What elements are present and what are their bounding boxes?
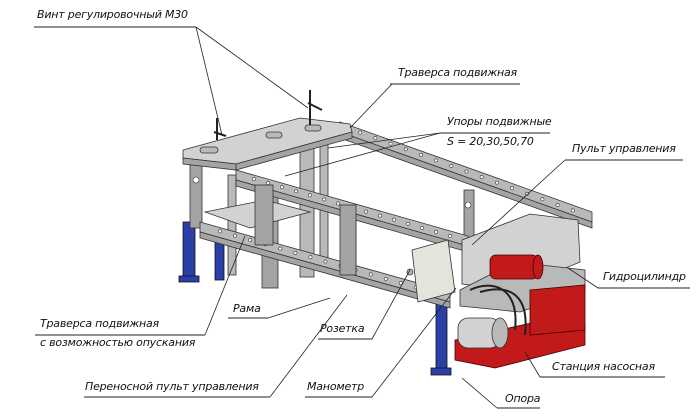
beam-hole — [280, 185, 284, 190]
beam-hole — [293, 250, 298, 255]
beam-hole — [308, 193, 312, 198]
beam-hole — [233, 233, 238, 238]
beam-hole — [252, 177, 256, 181]
portable-control-panel-body — [339, 204, 357, 276]
beam-hole — [555, 202, 560, 207]
label-frame: Рама — [233, 302, 261, 315]
beam-hole — [358, 130, 363, 135]
beam-hole — [323, 259, 328, 264]
beam-hole — [218, 229, 222, 234]
beam-hole — [494, 180, 499, 185]
beam-hole — [434, 158, 439, 163]
label-stops-sizes: S = 20,30,50,70 — [447, 135, 534, 148]
beam-hole — [419, 152, 423, 157]
beam-hole — [378, 213, 382, 218]
label-lowering-traverse-1: Траверса подвижная — [40, 317, 159, 330]
beam-hole — [266, 181, 270, 186]
beam-hole — [364, 209, 368, 214]
beam-hole — [322, 197, 326, 202]
beam-holes — [218, 130, 575, 294]
beam-hole — [403, 147, 408, 152]
control-box — [406, 239, 456, 303]
beam-hole — [308, 255, 313, 260]
beam-hole — [388, 141, 393, 146]
beam-hole — [406, 221, 410, 226]
label-control-panel: Пульт управления — [572, 142, 676, 155]
beam-hole — [278, 246, 283, 251]
beam-hole — [479, 175, 484, 179]
label-movable-stops: Упоры подвижные — [447, 115, 552, 128]
adjusting-screws — [213, 90, 323, 140]
beam-hole — [294, 189, 298, 194]
beam-hole — [434, 229, 438, 234]
label-pump-station: Станция насосная — [552, 360, 655, 373]
label-adjusting-screw: Винт регулировочный М30 — [37, 8, 188, 21]
frame-side-plate — [254, 184, 274, 246]
label-pressure-gauge: Манометр — [307, 380, 365, 393]
pump-station — [454, 284, 586, 369]
beam-hole — [373, 136, 378, 141]
top-traverse-plate — [182, 117, 353, 171]
label-portable-control-panel: Переносной пульт управления — [85, 380, 259, 393]
beam-hole — [383, 276, 388, 281]
beam-hole — [420, 225, 424, 230]
label-socket: Розетка — [320, 322, 365, 335]
beam-hole — [248, 238, 253, 242]
beam-hole — [540, 197, 545, 202]
beam-hole — [510, 186, 514, 191]
leader-lines — [34, 26, 690, 409]
label-support: Опора — [505, 392, 541, 405]
beam-hole — [336, 201, 340, 206]
beam-hole — [464, 169, 469, 174]
beam-hole — [392, 217, 396, 222]
beam-hole — [368, 272, 373, 277]
beam-hole — [449, 164, 454, 168]
label-movable-traverse: Траверса подвижная — [398, 66, 517, 79]
beam-hole — [448, 234, 452, 238]
label-hydraulic-cylinder: Гидроцилиндр — [603, 270, 686, 283]
hydraulic-cylinder — [489, 254, 544, 280]
beam-hole — [525, 191, 530, 196]
beam-hole — [570, 208, 575, 213]
label-lowering-traverse-2: с возможностью опускания — [40, 336, 196, 349]
